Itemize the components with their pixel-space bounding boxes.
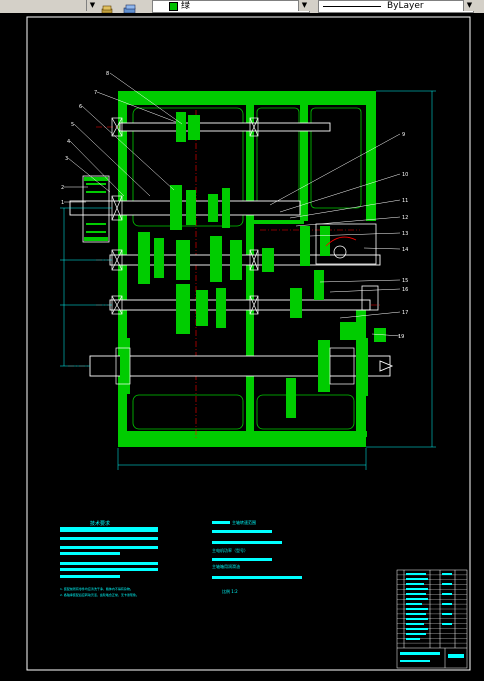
parts-list-text xyxy=(400,573,464,662)
part-label-19: 19 xyxy=(398,334,404,340)
properties-toolbar: ▼ 绿 ▼ ByLayer ▼ xyxy=(0,0,484,14)
tech-notes-title: 技术要求 xyxy=(90,520,110,527)
color-swatch-icon xyxy=(169,2,178,11)
linetype-dropdown-arrow[interactable]: ▼ xyxy=(463,0,475,11)
part-label-14: 14 xyxy=(402,247,408,253)
color-dropdown-arrow[interactable]: ▼ xyxy=(298,0,310,11)
part-label-17: 17 xyxy=(402,310,408,316)
tech-note-line-2: 2. 各轴承装配后应转动灵活，齿轮啮合正常，无卡滞现象。 xyxy=(60,592,139,597)
gears xyxy=(120,112,386,418)
part-label-10: 10 xyxy=(402,172,408,178)
cad-drawing: 8 7 6 5 4 3 2 1 9 10 11 12 13 14 15 16 1… xyxy=(26,16,471,671)
input-pulley xyxy=(82,175,110,243)
part-label-5: 5 xyxy=(71,122,74,128)
linetype-sample xyxy=(323,1,381,7)
part-label-6: 6 xyxy=(79,104,82,110)
part-label-7: 7 xyxy=(94,90,97,96)
part-label-9: 9 xyxy=(402,132,405,138)
layer-dropdown-arrow[interactable]: ▼ xyxy=(86,0,98,11)
layer-states-icon[interactable] xyxy=(100,0,114,14)
linetype-control-dropdown[interactable]: ByLayer xyxy=(318,0,474,13)
part-label-11: 11 xyxy=(402,198,408,204)
part-label-2: 2 xyxy=(61,185,64,191)
tech-note-line-1: 1. 装配前所有零件均应清洗干净，箱体内不得有杂物。 xyxy=(60,586,133,591)
technical-notes: 技术要求 1. 装配前所有零件均应清洗干净，箱体内不得有杂物。 2. 各轴承装配… xyxy=(60,520,158,597)
color-control-dropdown[interactable]: 绿 xyxy=(152,0,310,13)
part-label-8: 8 xyxy=(106,71,109,77)
part-label-1: 1 xyxy=(61,200,64,206)
color-name: 绿 xyxy=(181,1,191,11)
part-label-13: 13 xyxy=(402,231,408,237)
spec-note-3: 主轴箱用润滑油 xyxy=(212,563,240,569)
part-label-3: 3 xyxy=(65,156,68,162)
leader-lines xyxy=(64,72,401,337)
spec-note-2: 主电机功率（型号） xyxy=(212,547,248,553)
spec-note-1: 主轴转速范围 xyxy=(232,519,256,525)
part-label-15: 15 xyxy=(402,278,408,284)
drawing-frame xyxy=(26,16,471,671)
linetype-name: ByLayer xyxy=(387,1,424,11)
layer-previous-icon[interactable] xyxy=(122,0,138,14)
part-label-12: 12 xyxy=(402,215,408,221)
part-label-16: 16 xyxy=(402,287,408,293)
drawing-canvas[interactable]: 8 7 6 5 4 3 2 1 9 10 11 12 13 14 15 16 1… xyxy=(0,13,484,681)
spec-notes: 主轴转速范围 主电机功率（型号） 主轴箱用润滑油 比例 1:2 xyxy=(212,519,302,594)
shift-mechanism xyxy=(315,223,379,311)
spec-note-scale: 比例 1:2 xyxy=(222,588,238,594)
dimensions xyxy=(60,90,436,470)
part-label-4: 4 xyxy=(67,139,70,145)
part-number-labels: 8 7 6 5 4 3 2 1 9 10 11 12 13 14 15 16 1… xyxy=(61,71,408,340)
bearings xyxy=(111,117,355,385)
